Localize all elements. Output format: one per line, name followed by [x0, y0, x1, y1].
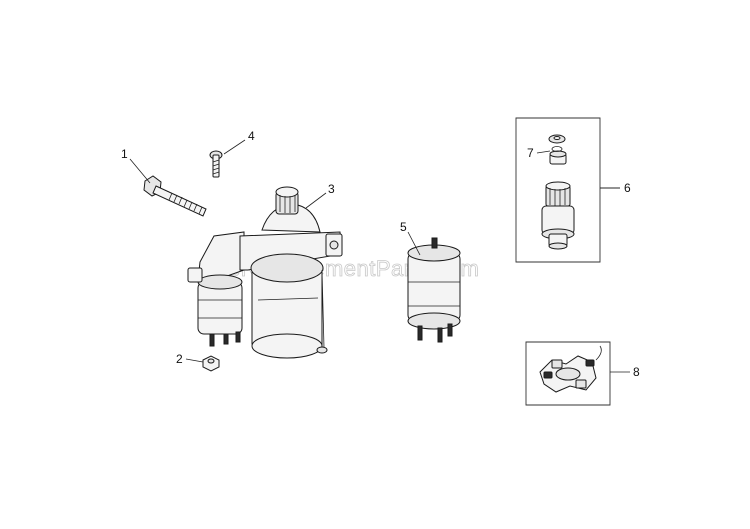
callout-2[interactable]: 2 — [176, 352, 183, 366]
nut-icon[interactable] — [202, 355, 220, 372]
callout-6[interactable]: 6 — [624, 181, 631, 195]
drive-kit-icon[interactable] — [541, 134, 575, 250]
solenoid-icon[interactable] — [407, 237, 461, 343]
leader-line-1 — [129, 158, 151, 184]
brush-holder-icon[interactable] — [539, 345, 602, 393]
leader-line-5 — [407, 231, 421, 256]
callout-4[interactable]: 4 — [248, 129, 255, 143]
callout-8[interactable]: 8 — [633, 365, 640, 379]
callout-3[interactable]: 3 — [328, 182, 335, 196]
starter-motor-icon[interactable] — [187, 186, 343, 359]
callout-5[interactable]: 5 — [400, 220, 407, 234]
leader-line-3 — [305, 192, 327, 209]
callout-1[interactable]: 1 — [121, 147, 128, 161]
short-bolt-icon[interactable] — [209, 150, 223, 178]
leader-line-2 — [185, 358, 204, 363]
leader-line-7 — [536, 150, 551, 154]
long-bolt-icon[interactable] — [143, 175, 207, 217]
retainer-ring-icon[interactable] — [551, 146, 563, 152]
callout-7[interactable]: 7 — [527, 146, 534, 160]
leader-line-4 — [223, 139, 246, 155]
brush-holder-bracket — [525, 341, 611, 406]
